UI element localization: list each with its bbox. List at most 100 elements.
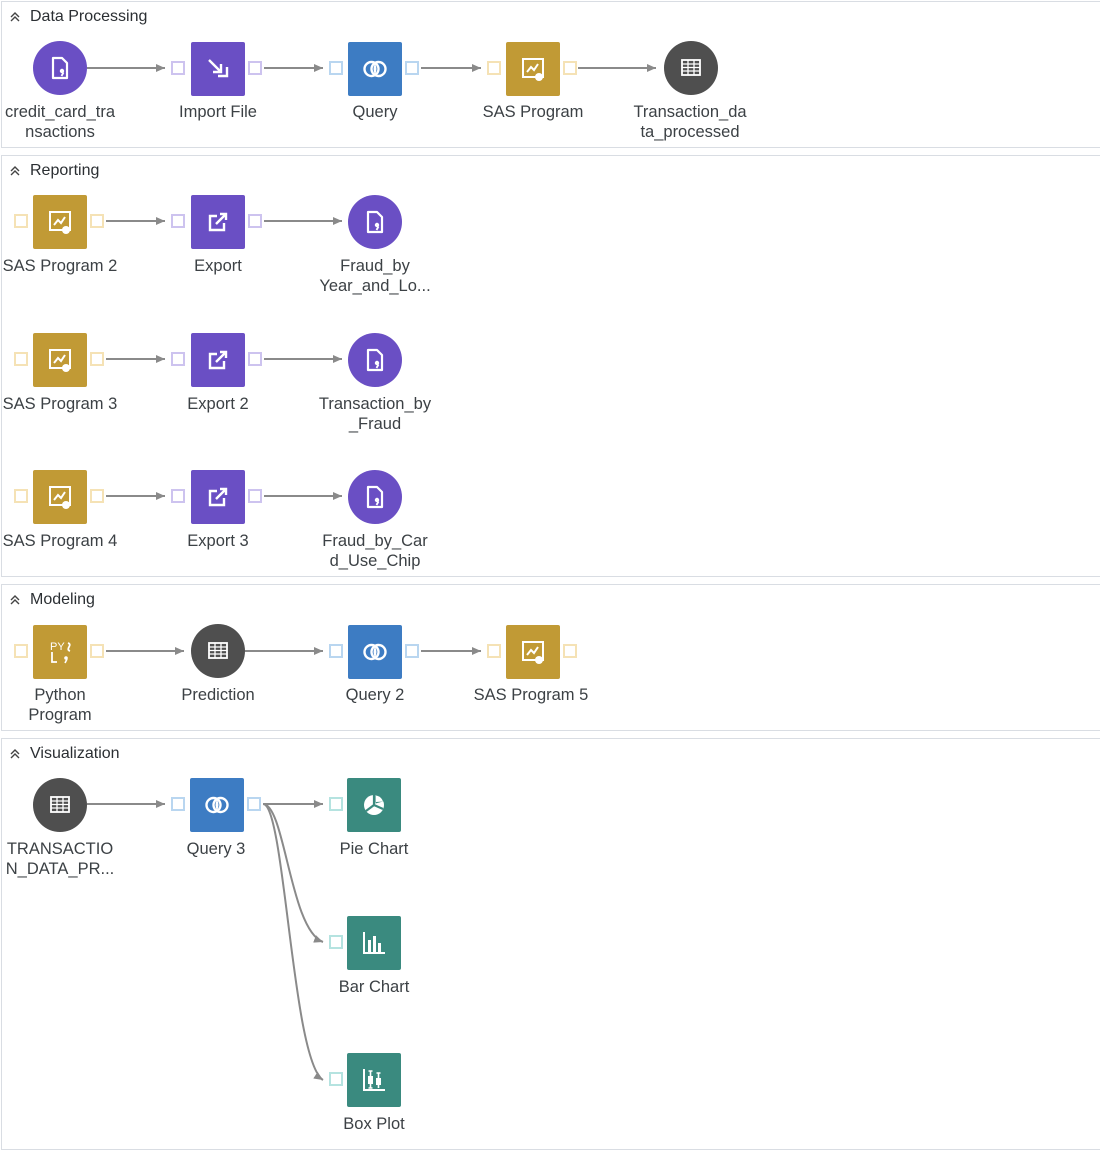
file-icon — [51, 56, 69, 80]
node-export-3[interactable] — [191, 470, 245, 524]
output-port[interactable] — [405, 61, 419, 75]
input-port[interactable] — [14, 214, 28, 228]
node-label: Transaction_by _Fraud — [318, 395, 432, 433]
input-port[interactable] — [487, 61, 501, 75]
node-prediction[interactable] — [191, 624, 245, 678]
output-port[interactable] — [563, 61, 577, 75]
output-port[interactable] — [90, 644, 104, 658]
node-label: Fraud_by Year_and_Lo... — [319, 257, 431, 295]
section-title: Visualization — [30, 745, 120, 762]
node-pie-chart[interactable] — [347, 778, 401, 832]
input-port[interactable] — [14, 489, 28, 503]
node-label: Fraud_by_Car d_Use_Chip — [322, 532, 428, 570]
table-icon — [208, 642, 228, 659]
sas-program-icon — [49, 211, 71, 234]
section-header[interactable]: Modeling — [8, 591, 95, 609]
query-icon — [363, 60, 387, 78]
output-port[interactable] — [90, 489, 104, 503]
node-label: TRANSACTIO N_DATA_PR... — [5, 840, 115, 878]
table-icon — [50, 796, 70, 813]
node-label: Export 2 — [187, 395, 249, 413]
collapse-icon[interactable] — [8, 593, 22, 607]
output-port[interactable] — [90, 352, 104, 366]
node-fraud-by-card-use-chip[interactable] — [348, 470, 402, 524]
node-box-plot[interactable] — [347, 1053, 401, 1107]
node-sas-program[interactable] — [506, 42, 560, 96]
output-port[interactable] — [248, 352, 262, 366]
node-transaction-data-pr[interactable] — [33, 778, 87, 832]
node-label: Transaction_da ta_processed — [633, 103, 747, 141]
section-header[interactable]: Reporting — [8, 162, 99, 180]
input-port[interactable] — [171, 214, 185, 228]
file-icon — [366, 210, 384, 234]
node-label: Python Program — [28, 686, 92, 724]
export-icon — [208, 487, 228, 507]
input-port[interactable] — [329, 797, 343, 811]
table-icon — [681, 59, 701, 76]
file-icon — [366, 348, 384, 372]
node-label: SAS Program — [482, 103, 584, 121]
output-port[interactable] — [563, 644, 577, 658]
output-port[interactable] — [248, 489, 262, 503]
node-sas-program-2[interactable] — [33, 195, 87, 249]
node-label: Prediction — [181, 686, 255, 704]
node-fraud-by-year-and-location[interactable] — [348, 195, 402, 249]
query-icon — [205, 796, 229, 814]
section-title: Modeling — [30, 591, 95, 608]
node-label: SAS Program 5 — [473, 686, 589, 704]
python-icon: PY — [50, 641, 71, 664]
node-label: Pie Chart — [339, 840, 409, 858]
node-export[interactable] — [191, 195, 245, 249]
node-bar-chart[interactable] — [347, 916, 401, 970]
input-port[interactable] — [14, 352, 28, 366]
input-port[interactable] — [329, 935, 343, 949]
input-port[interactable] — [171, 61, 185, 75]
output-port[interactable] — [405, 644, 419, 658]
section-header[interactable]: Visualization — [8, 745, 120, 763]
node-query-2[interactable] — [348, 625, 402, 679]
node-query-3[interactable] — [190, 778, 244, 832]
node-label: credit_card_tra nsactions — [4, 103, 116, 141]
input-port[interactable] — [487, 644, 501, 658]
collapse-icon[interactable] — [8, 10, 22, 24]
input-port[interactable] — [329, 1072, 343, 1086]
export-icon — [208, 350, 228, 370]
node-export-2[interactable] — [191, 333, 245, 387]
node-import-file[interactable] — [191, 42, 245, 96]
node-sas-program-3[interactable] — [33, 333, 87, 387]
input-port[interactable] — [329, 644, 343, 658]
input-port[interactable] — [171, 797, 185, 811]
output-port[interactable] — [248, 214, 262, 228]
node-transaction-by-fraud[interactable] — [348, 333, 402, 387]
node-query[interactable] — [348, 42, 402, 96]
query-icon — [363, 643, 387, 661]
node-label: Import File — [179, 103, 257, 121]
section-reporting: Reporting — [1, 155, 1100, 577]
node-sas-program-5[interactable] — [506, 625, 560, 679]
node-label: Export — [194, 257, 242, 275]
node-label: Bar Chart — [338, 978, 410, 996]
section-header[interactable]: Data Processing — [8, 8, 147, 26]
sas-program-icon — [49, 486, 71, 509]
input-port[interactable] — [171, 489, 185, 503]
file-icon — [366, 485, 384, 509]
node-sas-program-4[interactable] — [33, 470, 87, 524]
collapse-icon[interactable] — [8, 747, 22, 761]
input-port[interactable] — [14, 644, 28, 658]
collapse-icon[interactable] — [8, 164, 22, 178]
node-transaction-data-processed[interactable] — [664, 41, 718, 95]
node-label: Box Plot — [343, 1115, 405, 1133]
node-label: Export 3 — [187, 532, 249, 550]
input-port[interactable] — [171, 352, 185, 366]
output-port[interactable] — [90, 214, 104, 228]
node-python-program[interactable]: PY — [33, 625, 87, 679]
node-label: Query 2 — [345, 686, 405, 704]
output-port[interactable] — [247, 797, 261, 811]
section-title: Reporting — [30, 162, 100, 179]
sas-program-icon — [49, 349, 71, 372]
input-port[interactable] — [329, 61, 343, 75]
box-plot-icon — [363, 1069, 385, 1091]
node-label: Query — [352, 103, 398, 121]
node-credit-card-transactions[interactable] — [33, 41, 87, 95]
output-port[interactable] — [248, 61, 262, 75]
